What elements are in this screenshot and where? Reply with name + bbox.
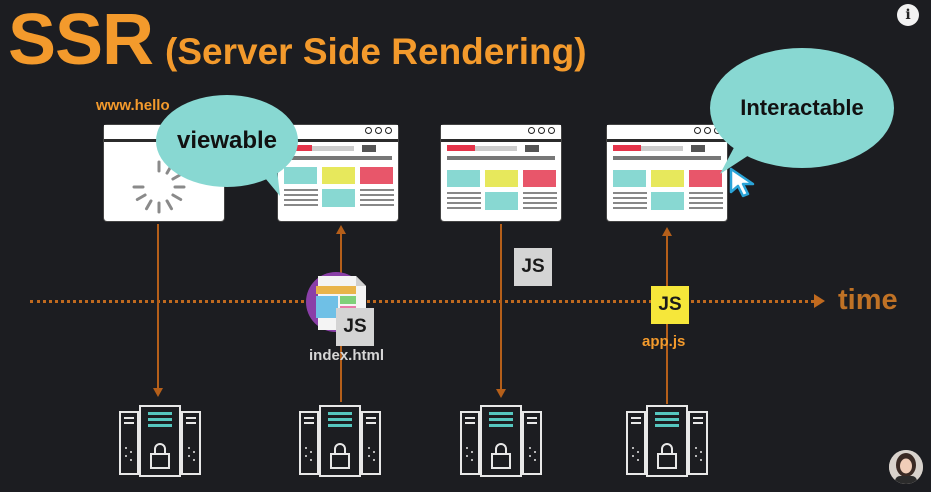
page-title: SSR (Server Side Rendering) — [8, 4, 587, 76]
app-js-badge: JS — [651, 286, 689, 324]
info-icon[interactable]: i — [897, 4, 919, 26]
server-icon — [626, 405, 708, 477]
loading-spinner-icon — [132, 160, 186, 214]
avatar — [889, 450, 923, 484]
timeline — [30, 300, 820, 303]
request-arrowhead-2 — [496, 389, 506, 398]
server-icon — [460, 405, 542, 477]
request-line-1 — [157, 224, 159, 389]
timeline-label: time — [838, 284, 898, 316]
response-arrowhead-2 — [662, 227, 672, 236]
title-subtitle: (Server Side Rendering) — [165, 31, 587, 72]
cursor-icon — [729, 167, 755, 198]
window-controls — [528, 127, 555, 134]
browser-window-rendered — [278, 125, 398, 221]
server-icon — [119, 405, 201, 477]
timeline-arrowhead — [814, 294, 825, 308]
window-controls — [365, 127, 392, 134]
server-icon — [299, 405, 381, 477]
request-arrowhead-1 — [153, 388, 163, 397]
interactable-bubble: Interactable — [710, 48, 894, 168]
browser-window-hydrating — [441, 125, 561, 221]
app-js-label: app.js — [642, 333, 686, 350]
index-js-badge: JS — [336, 308, 374, 346]
request-line-2 — [500, 224, 502, 390]
index-html-label: index.html — [309, 347, 385, 364]
response-arrowhead-1 — [336, 225, 346, 234]
title-main: SSR — [8, 0, 154, 80]
js-bundle-badge: JS — [514, 248, 552, 286]
viewable-bubble: viewable — [156, 95, 298, 187]
browser-window-interactive — [607, 125, 727, 221]
url-label: www.hello — [96, 97, 170, 114]
